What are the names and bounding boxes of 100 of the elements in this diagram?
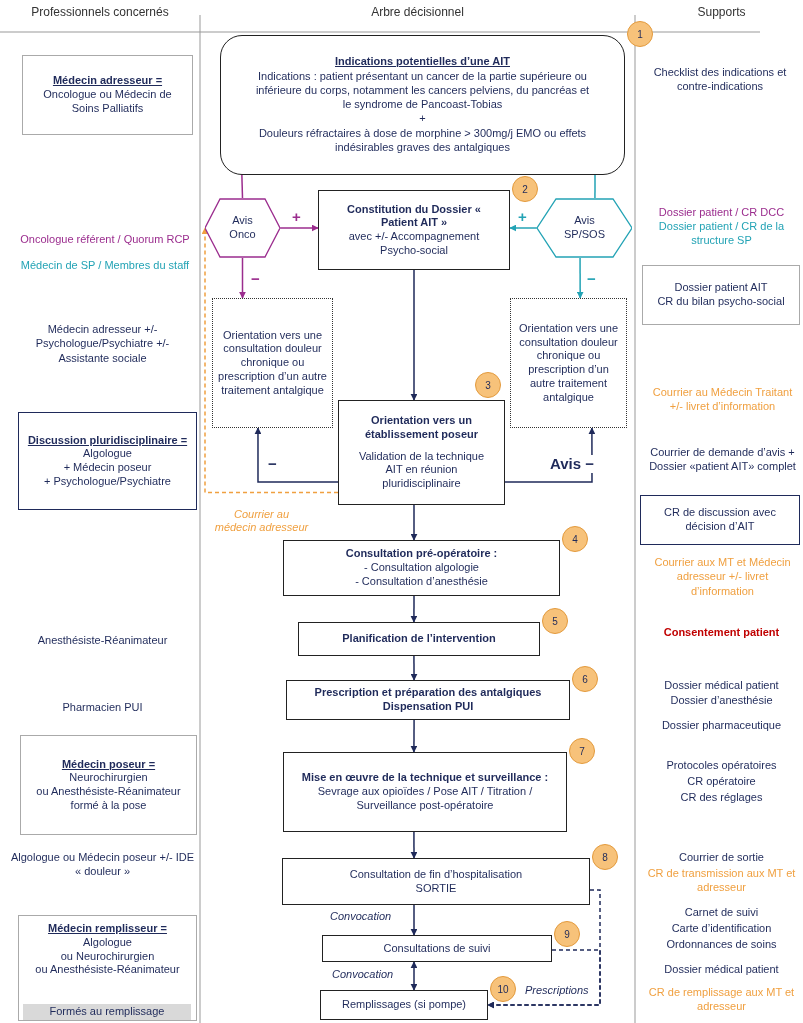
box-text: Indications : patient présentant un cancer de la partie supérieure ou inférieure du corps, notamment les cancers pelviens, du pancréas et le syndrome de Pancoast-Tobias (254, 70, 591, 112)
column-header: Arbre décisionnel (370, 5, 465, 21)
box-text: Dossier patient AIT (674, 281, 768, 295)
role-box (20, 735, 197, 835)
box-text: Consultation pré-opératoire : (345, 547, 498, 562)
step-number-badge: 6 (572, 666, 598, 692)
dashed-outcome-box (212, 298, 333, 428)
arrow (509, 224, 538, 232)
document-text: CR de remplissage aux MT et adresseur (647, 985, 796, 1014)
box-text: Orientation vers une consultation douleur chronique ou prescription d’un autre traitement antalgique (517, 321, 620, 405)
document-text: Consentement patient (662, 625, 781, 640)
decision-hexagon (205, 198, 280, 258)
step-number-badge: 5 (542, 608, 568, 634)
box-text: Consultation de fin d’hospitalisation (349, 867, 523, 882)
role-text: Algologue ou Médecin poseur +/- IDE « douleur » (10, 850, 195, 879)
box-text: Validation de la technique AIT en réunion pluridisciplinaire (357, 449, 486, 491)
step-number-badge: 1 (627, 21, 653, 47)
document-text: CR opératoire (686, 774, 757, 789)
box-heading: Médecin adresseur = (52, 74, 163, 89)
box-text: + (419, 112, 426, 127)
document-text: Dossier médical patient (663, 962, 780, 977)
document-box (642, 265, 800, 325)
document-text: Dossier patient / CR de la structure SP (657, 219, 786, 248)
decision-hexagon (537, 198, 632, 258)
process-box (298, 622, 540, 656)
arrow (410, 595, 418, 623)
document-text: Dossier pharmaceutique (660, 718, 783, 733)
box-text: CR de discussion avec décision d’AIT (663, 506, 777, 534)
arrow (254, 427, 339, 483)
role-text: Médecin de SP / Membres du staff (19, 258, 191, 273)
process-box (282, 858, 590, 905)
role-box (22, 55, 193, 135)
box-text: Avis Onco (228, 214, 257, 242)
role-box (18, 915, 197, 1021)
box-heading: Médecin poseur = (61, 757, 156, 772)
step-number-badge: 2 (512, 176, 538, 202)
box-text: Douleurs réfractaires à dose de morphine > 300mg/j EMO ou effets indésirables graves des antalgiques (257, 127, 588, 155)
process-box (283, 752, 567, 832)
box-text: Orientation vers une consultation douleur chronique ou prescription d’un autre traitement antalgique (217, 328, 328, 398)
box-text: Constitution du Dossier « Patient AIT » (346, 202, 482, 230)
edge-label: Avis − (548, 455, 597, 473)
arrow (201, 227, 339, 494)
arrow (239, 257, 246, 299)
role-text: Pharmacien PUI (61, 700, 144, 715)
document-text: Dossier d’anesthésie (669, 693, 774, 708)
dashed-outcome-box (510, 298, 627, 428)
step-number-badge: 7 (569, 738, 595, 764)
role-text: Médecin adresseur +/- Psychologue/Psychiatre +/- Assistante sociale (34, 322, 171, 365)
document-text: Courrier aux MT et Médecin adresseur +/- livret d’information (653, 555, 792, 598)
box-text: CR du bilan psycho-social (657, 295, 785, 309)
box-text: Dispensation PUI (382, 700, 474, 714)
box-text: Remplissages (si pompe) (341, 998, 467, 1012)
box-text: Algologue (83, 935, 132, 950)
box-text: Oncologue ou Médecin de Soins Palliatifs (42, 88, 173, 116)
step-number-badge: 8 (592, 844, 618, 870)
document-text: Courrier au Médecin Traitant +/- livret d’information (651, 385, 794, 414)
box-heading: Indications potentielles d’une AIT (335, 55, 510, 70)
step-number-badge: 9 (554, 921, 580, 947)
role-text: Oncologue référent / Quorum RCP (19, 232, 191, 247)
process-box (283, 540, 560, 596)
box-text: ou Anesthésiste-Réanimateur formé à la pose (35, 785, 182, 813)
step-number-badge: 10 (490, 976, 516, 1002)
column-header: Professionnels concernés (30, 5, 170, 21)
process-box (318, 190, 510, 270)
box-text: Prescription et préparation des antalgiques (314, 686, 542, 700)
document-text: CR des réglages (679, 790, 764, 805)
box-text: ou Anesthésiste-Réanimateur (35, 963, 180, 977)
role-text: Anesthésiste-Réanimateur (36, 633, 169, 648)
document-text: Dossier médical patient (663, 678, 780, 693)
document-text: Courrier de demande d’avis + Dossier «patient AIT» complet (648, 445, 797, 474)
role-box (18, 412, 197, 510)
document-text: CR de transmission aux MT et adresseur (646, 866, 797, 895)
document-text: Dossier patient / CR DCC (657, 205, 786, 220)
box-text: Mise en œuvre de la technique et surveillance : (301, 771, 549, 786)
box-text: Formés au remplissage (49, 1005, 165, 1019)
box-text: Sevrage aux opioïdes / Pose AIT / Titration / Surveillance post-opératoire (316, 785, 534, 813)
box-text: SORTIE (415, 881, 457, 896)
arrow (504, 427, 596, 483)
arrow (410, 831, 418, 859)
rounded-process-box (220, 35, 625, 175)
connector-line (594, 174, 596, 199)
box-text: - Consultation algologie (364, 561, 479, 575)
box-text: Planification de l’intervention (342, 632, 496, 646)
document-text: Ordonnances de soins (665, 937, 778, 952)
document-text: Protocoles opératoires (665, 758, 778, 773)
step-number-badge: 4 (562, 526, 588, 552)
box-text: avec +/- Accompagnement Psycho-social (347, 230, 481, 258)
edge-label: Prescriptions (523, 984, 591, 998)
box-text: Neurochirurgien (69, 771, 148, 785)
document-text: Courrier de sortie (678, 850, 765, 865)
box-text: ou Neurochirurgien (60, 949, 155, 964)
document-text: Checklist des indications et contre-indications (652, 65, 788, 94)
process-box (286, 680, 570, 720)
arrow (410, 719, 418, 753)
step-number-badge: 3 (475, 372, 501, 398)
process-box (338, 400, 505, 505)
document-box (640, 495, 800, 545)
box-text: Avis SP/SOS (563, 214, 606, 242)
arrow (410, 904, 418, 936)
connector-line (241, 174, 244, 199)
